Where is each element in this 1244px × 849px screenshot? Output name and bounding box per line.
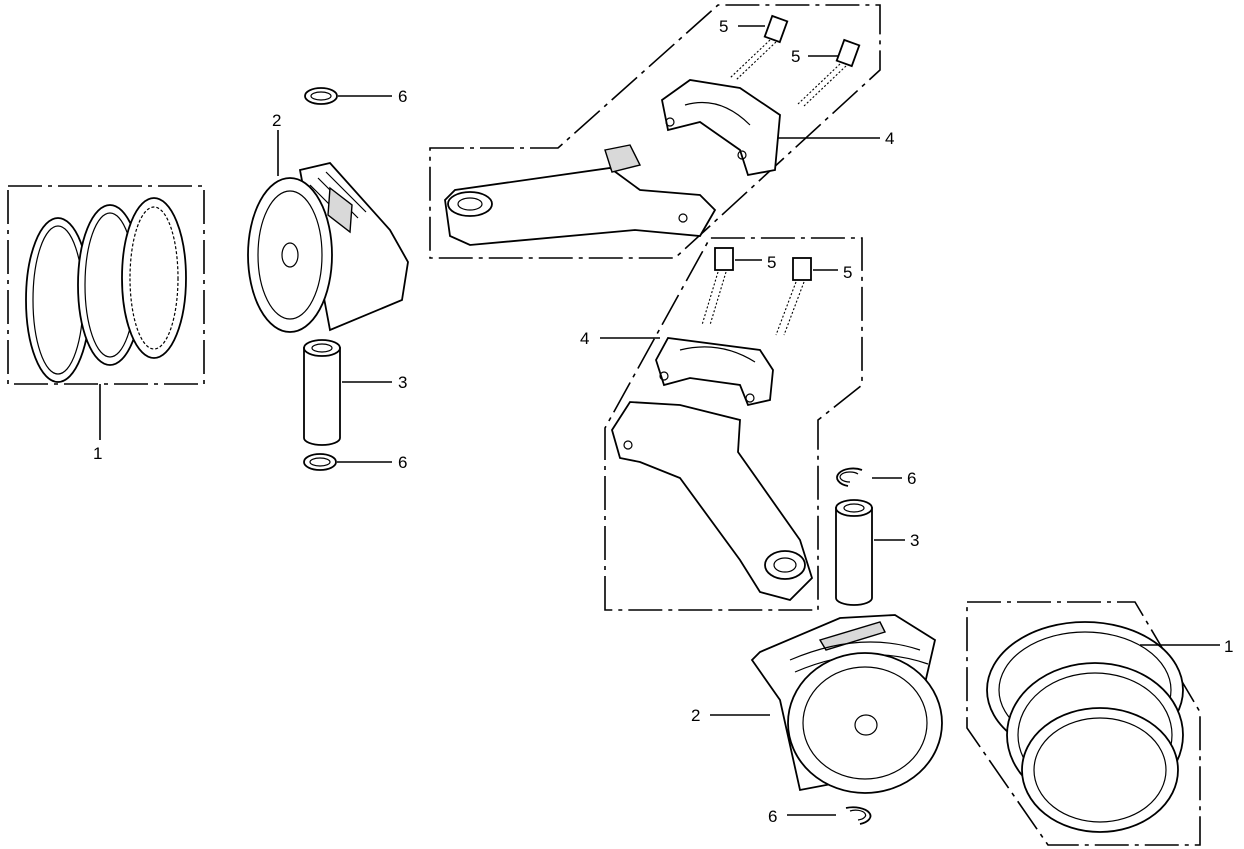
snap-ring-left-top: 6 <box>304 87 407 106</box>
callout-2-right: 2 <box>691 706 700 725</box>
piston-left: 2 <box>247 111 409 333</box>
rod-bolt-middle-a: 5 <box>701 247 776 326</box>
callout-5-top-a: 5 <box>719 17 728 36</box>
rod-bolt-middle-b: 5 <box>775 257 852 336</box>
callout-6-left-top: 6 <box>398 87 407 106</box>
snap-ring-left-bottom: 6 <box>303 453 407 472</box>
callout-4-top: 4 <box>885 129 894 148</box>
callout-4-middle: 4 <box>580 329 589 348</box>
callout-6-right-bottom: 6 <box>768 807 777 826</box>
snap-ring-right-top: 6 <box>836 467 916 488</box>
callout-5-middle-a: 5 <box>767 253 776 272</box>
callout-1-left: 1 <box>93 444 102 463</box>
piston-ring-set-left: 1 <box>7 185 205 463</box>
callout-6-left-bottom: 6 <box>398 453 407 472</box>
snap-ring-right-bottom: 6 <box>768 806 872 826</box>
piston-right: 2 <box>691 614 943 794</box>
connecting-rod-middle: 4 <box>580 237 863 611</box>
rod-bolt-top-b: 5 <box>791 38 861 107</box>
callout-3-left: 3 <box>398 373 407 392</box>
callout-1-right: 1 <box>1224 637 1233 656</box>
callout-2-left: 2 <box>272 111 281 130</box>
piston-pin-right: 3 <box>835 499 919 606</box>
callout-6-right-top: 6 <box>907 469 916 488</box>
rod-bolt-top-a: 5 <box>719 14 789 81</box>
piston-pin-left: 3 <box>303 339 407 446</box>
connecting-rod-top: 4 <box>429 4 894 259</box>
callout-5-middle-b: 5 <box>843 263 852 282</box>
callout-5-top-b: 5 <box>791 47 800 66</box>
piston-ring-set-right: 1 <box>966 601 1233 846</box>
callout-3-right: 3 <box>910 531 919 550</box>
